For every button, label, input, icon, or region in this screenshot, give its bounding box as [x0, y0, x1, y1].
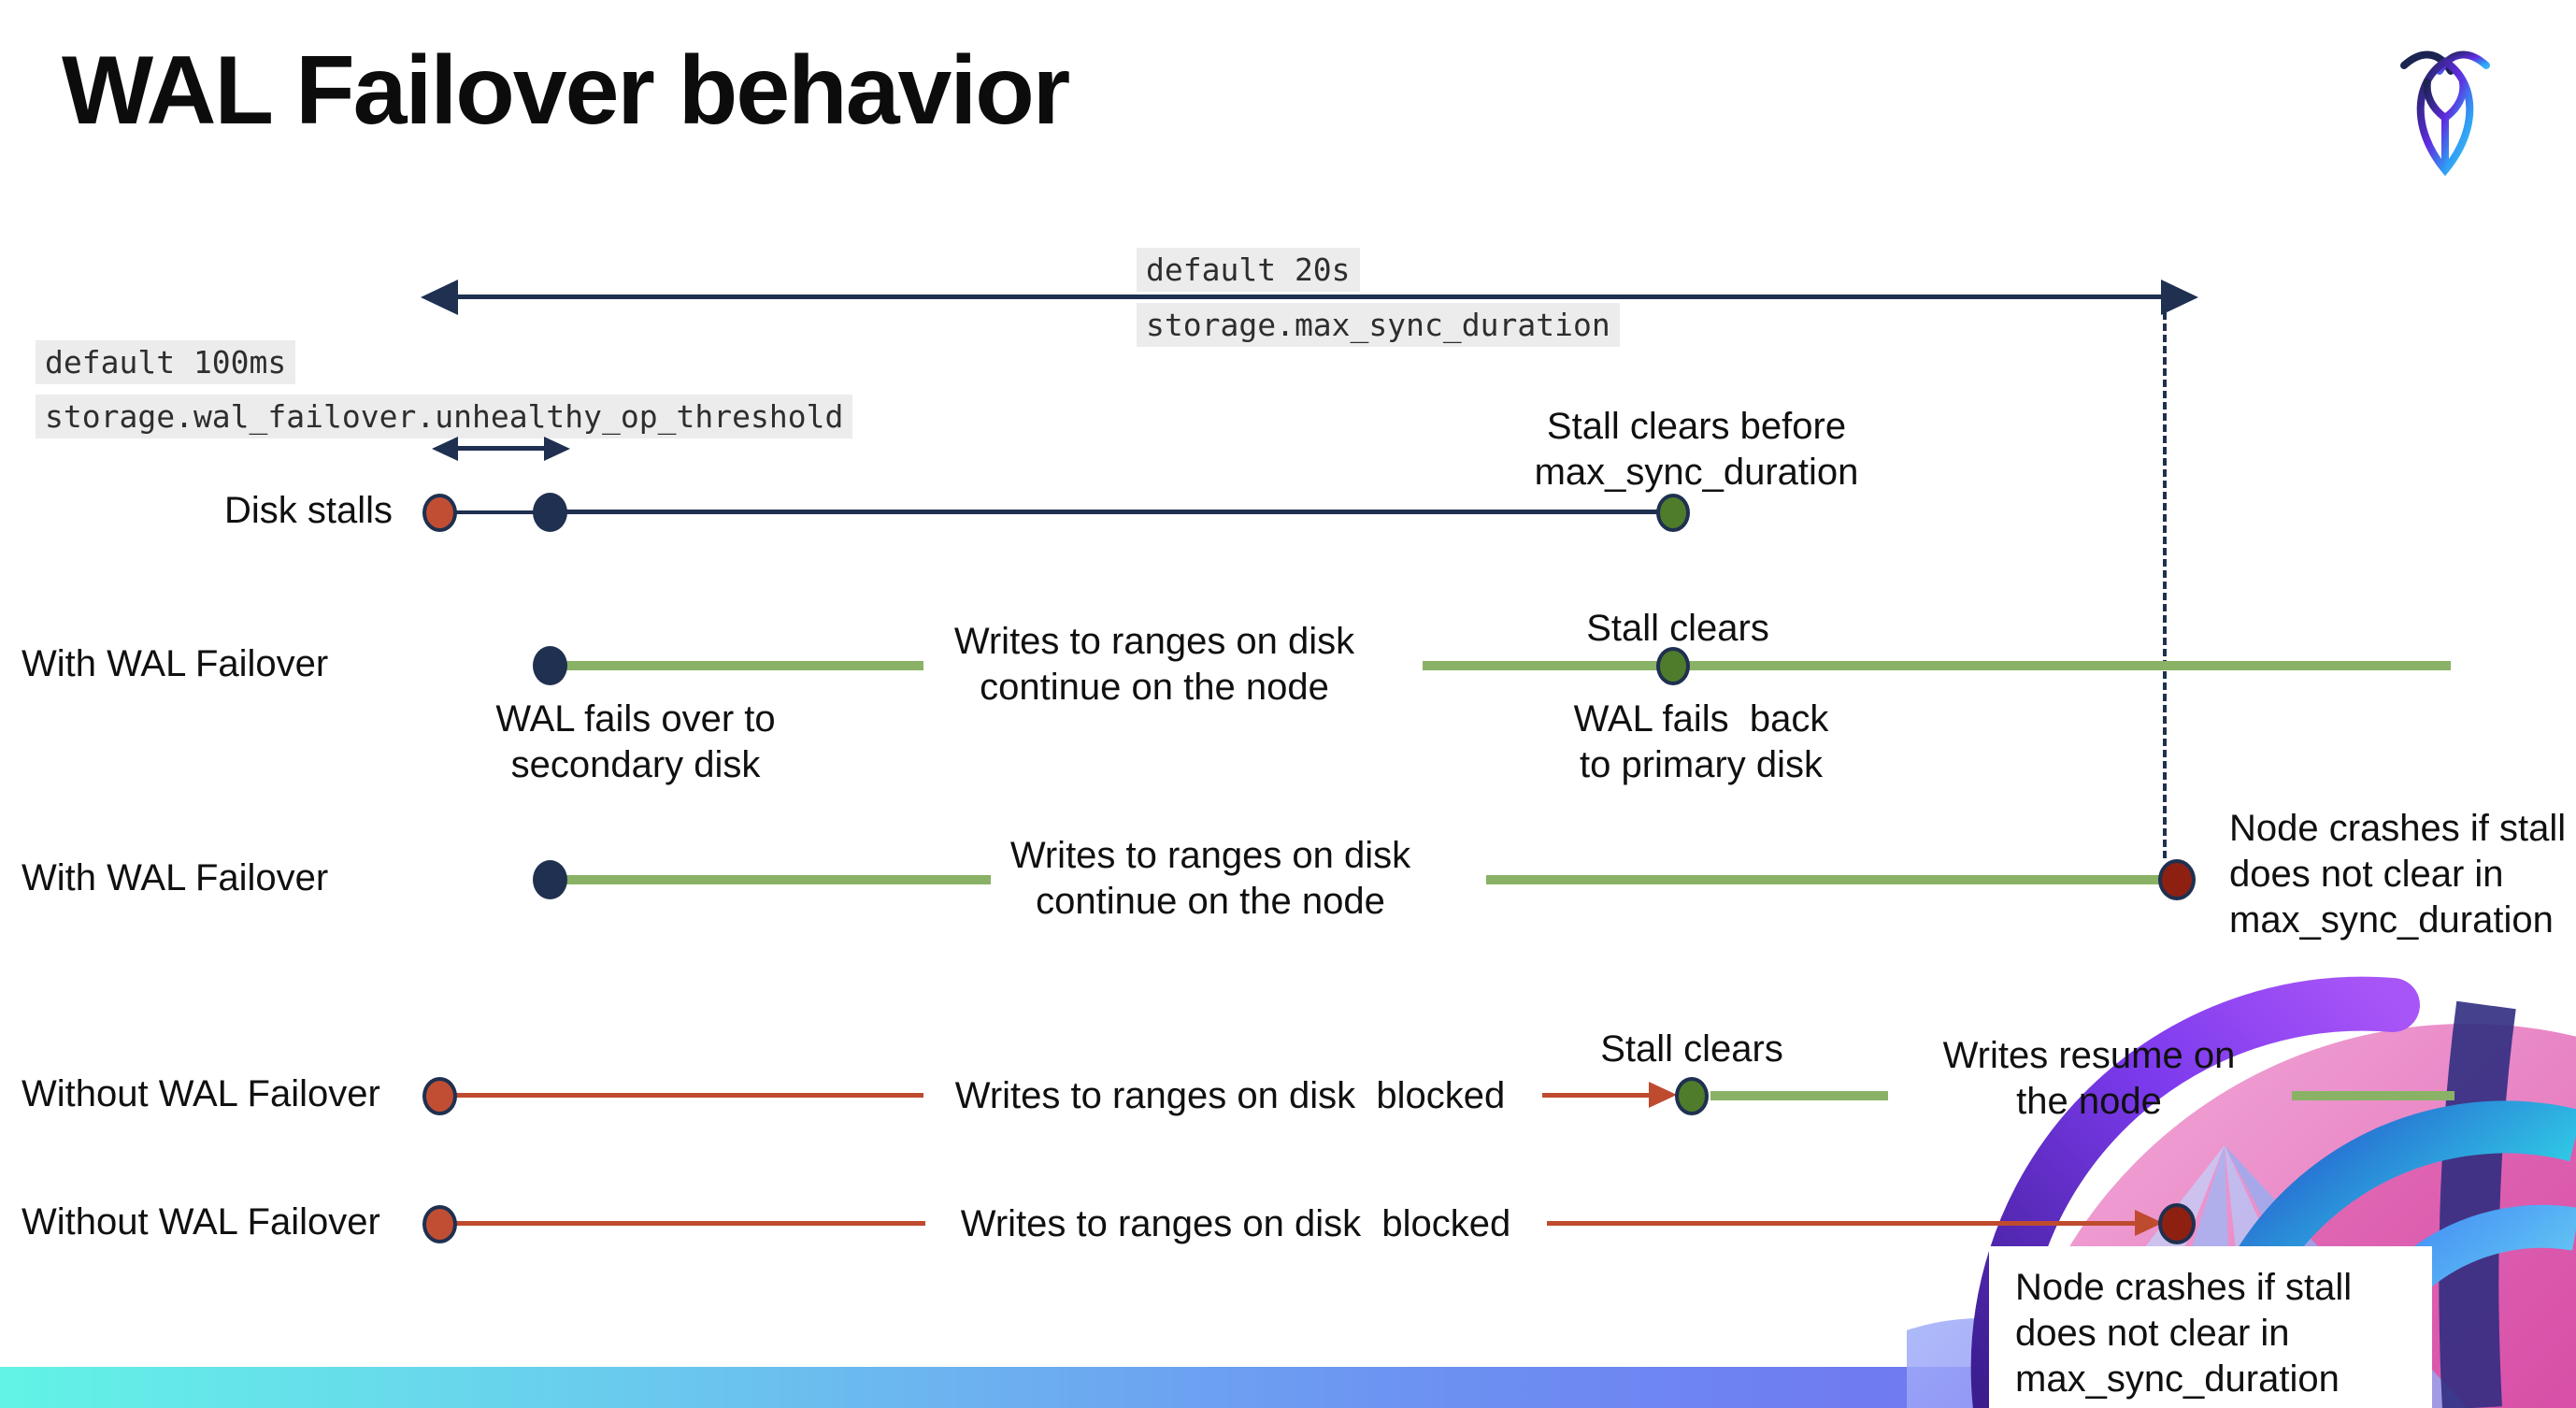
blocked-writes-line [451, 1093, 923, 1098]
disk-stall-timeline-line [550, 510, 1673, 514]
stall-clears-dot [1656, 494, 1690, 532]
max-sync-duration-span-line [439, 295, 2168, 299]
cockroachdb-logo-icon [2400, 50, 2490, 177]
node-crash-dot [2158, 1203, 2196, 1244]
arrowhead-left-icon [421, 280, 458, 315]
writes-blocked-annotation: Writes to ranges on disk blocked [954, 1075, 1506, 1116]
healthy-writes-line [1486, 875, 2164, 884]
small-arrowhead-right-icon [544, 437, 570, 461]
node-crashes-annotation: Node crashes if stall does not clear in … [2015, 1267, 2353, 1400]
blocked-writes-line [1542, 1093, 1656, 1098]
healthy-writes-line [1423, 661, 2451, 670]
unhealthy-op-default-label: default 100ms [36, 340, 296, 384]
stall-detect-line [439, 510, 551, 514]
resumed-writes-line [2292, 1091, 2454, 1100]
max-sync-deadline-dashed-line [2163, 312, 2167, 858]
failover-dot [533, 646, 567, 685]
blocked-writes-line [1547, 1221, 2145, 1226]
failover-dot [533, 860, 567, 899]
small-arrowhead-left-icon [432, 437, 458, 461]
threshold-reached-dot [533, 493, 567, 532]
row-label-without-wal-failover-2: Without WAL Failover [21, 1201, 380, 1243]
max-sync-default-label: default 20s [1137, 248, 1360, 292]
failback-annotation: WAL fails back to primary disk [1573, 698, 1829, 785]
writes-blocked-annotation: Writes to ranges on disk blocked [960, 1203, 1511, 1244]
healthy-writes-line [561, 875, 991, 884]
healthy-writes-line [561, 661, 923, 670]
disk-stall-start-dot [422, 1077, 457, 1115]
writes-resume-annotation: Writes resume on the node [1942, 1035, 2236, 1122]
stall-clears-annotation: Stall clears [1600, 1028, 1783, 1070]
writes-continue-annotation: Writes to ranges on disk continue on the… [1009, 835, 1411, 922]
failover-annotation: WAL fails over to secondary disk [495, 698, 776, 785]
disk-stall-start-dot [422, 1205, 457, 1243]
blocked-writes-line [451, 1221, 925, 1226]
stall-clears-dot [1656, 647, 1690, 685]
max-sync-setting-label: storage.max_sync_duration [1137, 303, 1620, 347]
writes-continue-annotation: Writes to ranges on disk continue on the… [953, 621, 1355, 708]
row-label-with-wal-failover-2: With WAL Failover [21, 857, 329, 898]
unhealthy-op-setting-label: storage.wal_failover.unhealthy_op_thresh… [36, 395, 853, 438]
page-title: WAL Failover behavior [62, 36, 1070, 145]
disk-stall-start-dot [422, 494, 457, 532]
node-crash-dot [2158, 859, 2196, 900]
row-label-without-wal-failover-1: Without WAL Failover [21, 1073, 380, 1114]
node-crashes-annotation: Node crashes if stall does not clear in … [2229, 808, 2567, 941]
row-label-with-wal-failover-1: With WAL Failover [21, 643, 329, 684]
stall-clears-dot [1675, 1077, 1709, 1115]
red-arrowhead-icon [1649, 1082, 1677, 1108]
threshold-span-line [447, 446, 551, 451]
node-crashes-label-box: Node crashes if stall does not clear in … [1989, 1246, 2432, 1408]
arrowhead-right-icon [2161, 280, 2198, 315]
stall-clears-before-annotation: Stall clears before max_sync_duration [1534, 406, 1859, 493]
resumed-writes-line [1710, 1091, 1888, 1100]
stall-clears-annotation: Stall clears [1586, 608, 1769, 649]
row-label-disk-stalls: Disk stalls [223, 490, 393, 531]
